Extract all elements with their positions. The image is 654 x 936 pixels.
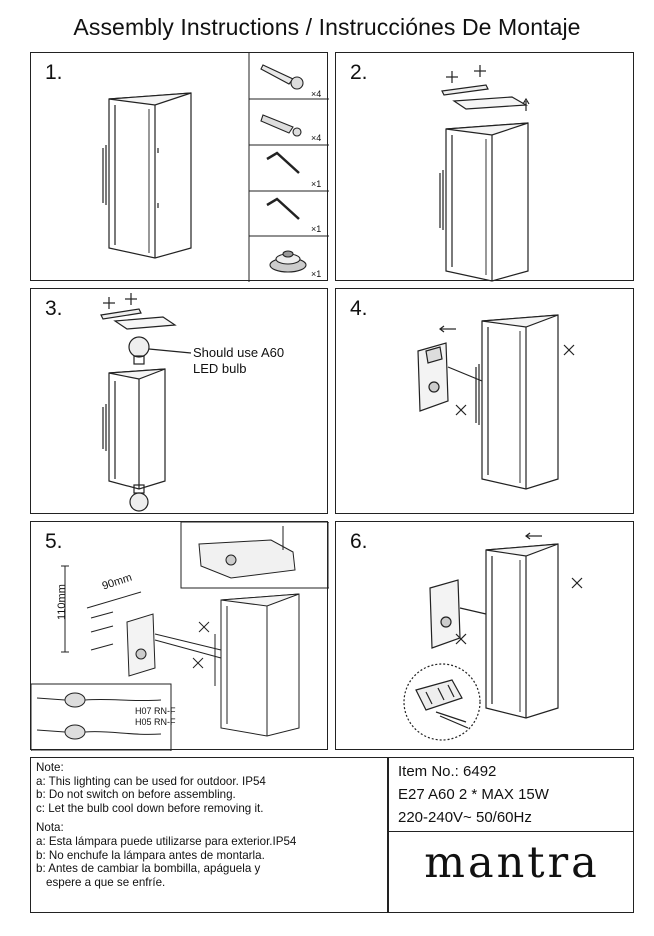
spec-box: Item No.: 6492 E27 A60 2 * MAX 15W 220-2… <box>388 757 634 913</box>
notes-heading-es: Nota: <box>36 821 64 835</box>
screw-icon <box>260 64 304 90</box>
step-3-lamp-drawing <box>100 293 192 512</box>
step-2-lamp-drawing <box>439 65 530 282</box>
step-3-number: 3. <box>45 297 63 320</box>
dimension-vertical: 110mm <box>56 584 68 620</box>
part-qty-screw: ×4 <box>311 89 322 99</box>
part-qty-hex-key-2: ×1 <box>311 224 322 234</box>
step-5-installation-drawing <box>31 522 329 751</box>
bulb-note-line1: Should use A60 <box>193 345 285 360</box>
step-1-lamp-drawing <box>102 53 329 282</box>
step-4-panel: 4. <box>335 288 634 514</box>
mantra-logo: mantra <box>424 838 600 888</box>
bulb-spec: E27 A60 2 * MAX 15W <box>398 786 549 803</box>
note-en-b: b: Do not switch on before assembling. <box>36 788 236 802</box>
step-1-panel: 1. <box>30 52 329 282</box>
spec-divider <box>389 831 633 832</box>
step-2-number: 2. <box>350 61 368 84</box>
wall-plug-icon <box>260 114 302 137</box>
note-es-c-cont: espere a que se enfríe. <box>46 875 166 889</box>
bulb-icon-bottom <box>129 492 149 512</box>
cable-label-1: H07 RN-F <box>135 706 176 716</box>
step-6-number: 6. <box>350 530 368 553</box>
step-5-panel: 5. <box>30 521 329 751</box>
part-qty-cable-gland: ×1 <box>311 269 322 279</box>
part-qty-hex-key-1: ×1 <box>311 179 322 189</box>
note-es-b: b: No enchufe la lámpara antes de montar… <box>36 848 265 862</box>
hex-key-icon <box>266 151 300 174</box>
item-number-row: Item No.: 6492 <box>398 763 496 780</box>
step-6-lamp-drawing <box>403 532 583 741</box>
item-number-label: Item No.: <box>398 763 459 780</box>
page-title: Assembly Instructions / Instrucciónes De… <box>73 14 581 40</box>
step-4-number: 4. <box>350 297 368 320</box>
step-2-panel: 2. <box>335 52 634 282</box>
bulb-note-line2: LED bulb <box>193 361 247 376</box>
step-5-number: 5. <box>45 530 63 553</box>
step-4-lamp-drawing <box>417 314 575 490</box>
note-en-c: c: Let the bulb cool down before removin… <box>36 801 264 815</box>
step-1-number: 1. <box>45 61 63 84</box>
step-6-panel: 6. <box>335 521 634 750</box>
note-en-a: a: This lighting can be used for outdoor… <box>36 774 266 788</box>
notes-heading-en: Note: <box>36 761 64 774</box>
item-number-value: 6492 <box>463 763 497 780</box>
voltage-spec: 220-240V~ 50/60Hz <box>398 809 532 826</box>
hex-key-icon <box>266 197 300 220</box>
note-es-a: a: Esta lámpara puede utilizarse para ex… <box>36 834 297 848</box>
cable-label-2: H05 RN-F <box>135 717 176 727</box>
notes-box: Note: a: This lighting can be used for o… <box>30 757 388 913</box>
cable-gland-icon <box>269 250 307 273</box>
note-es-c: b: Antes de cambiar la bombilla, apáguel… <box>36 862 261 876</box>
bulb-icon <box>128 336 150 358</box>
step-3-panel: 3. Should use A60 LED bulb <box>30 288 328 514</box>
part-qty-wall-plug: ×4 <box>311 133 322 143</box>
